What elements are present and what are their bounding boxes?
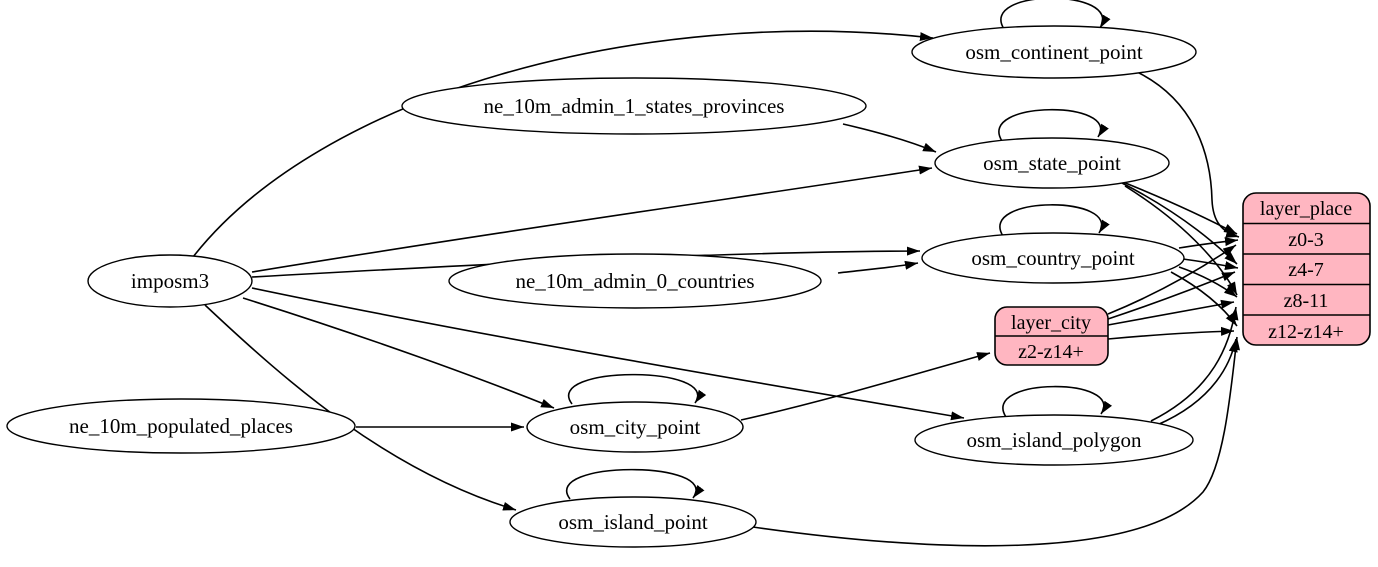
layer_place-title: layer_place — [1260, 198, 1352, 220]
ne_10m_populated_places-shape — [6, 398, 356, 454]
layer_place-row-z0-3: z0-3 — [1288, 229, 1324, 251]
edge-osm_continent_point-layer_place-z0-3 — [1132, 69, 1240, 238]
edge-imposm3-osm_continent_point — [192, 30, 934, 258]
edge-osm_country_point-layer_place-z4-7 — [1182, 258, 1239, 271]
edge-osm_island_point-layer_place-z12-z14 — [752, 336, 1241, 547]
ne_10m_populated_places-label: ne_10m_populated_places — [69, 414, 293, 438]
edge-osm_island_polygon-self — [1002, 385, 1112, 418]
edge-layer_city-layer_place-z0-3 — [1107, 244, 1237, 315]
osm_state_point-label: osm_state_point — [983, 151, 1121, 175]
edge-osm_country_point-layer_place-z0-3 — [1178, 237, 1239, 249]
osm_continent_point-shape — [911, 25, 1197, 79]
edge-osm_island_point-self — [566, 468, 705, 500]
imposm3-label: imposm3 — [131, 269, 209, 293]
edge-osm_state_point-self — [998, 108, 1109, 142]
edge-osm_city_point-layer_city-z2-z14 — [740, 352, 991, 421]
ne_10m_admin_0_countries-label: ne_10m_admin_0_countries — [515, 269, 754, 293]
node-osm_island_polygon: osm_island_polygon — [914, 414, 1194, 466]
node-osm_continent_point: osm_continent_point — [911, 25, 1197, 79]
edge-ne_10m_admin_1_states_provinces-osm_state_point — [842, 123, 937, 153]
edge-imposm3-osm_state_point — [251, 165, 933, 273]
edge-imposm3-osm_island_polygon — [251, 287, 965, 421]
edge-ne_10m_admin_0_countries-osm_country_point — [837, 260, 919, 274]
osm_island_point-shape — [509, 496, 757, 548]
nodes: imposm3 ne_10m_admin_1_states_provinces … — [6, 25, 1197, 548]
osm_island_point-label: osm_island_point — [558, 510, 708, 534]
layer_place-row-z12-z14: z12-z14+ — [1268, 321, 1344, 343]
osm_country_point-label: osm_country_point — [971, 246, 1134, 270]
edge-layer_city-layer_place-z8-11 — [1107, 299, 1235, 326]
osm_continent_point-label: osm_continent_point — [965, 40, 1142, 64]
edge-layer_city-layer_place-z4-7 — [1107, 271, 1236, 320]
ne_10m_admin_1_states_provinces-shape — [401, 77, 867, 135]
edge-osm_island_polygon-layer_place-z8-11 — [1150, 306, 1239, 422]
node-osm_country_point: osm_country_point — [921, 232, 1185, 284]
node-ne_10m_admin_1_states_provinces: ne_10m_admin_1_states_provinces — [401, 77, 867, 135]
record-layer_place: layer_place z0-3 z4-7 z8-11 z12-z14+ — [1242, 192, 1371, 346]
layer_city-row-z2-z14: z2-z14+ — [1018, 341, 1084, 363]
edge-osm_island_polygon-layer_place-z12-z14 — [1156, 338, 1238, 426]
node-ne_10m_populated_places: ne_10m_populated_places — [6, 398, 356, 454]
osm_island_polygon-label: osm_island_polygon — [966, 428, 1142, 452]
osm_state_point-shape — [934, 137, 1170, 189]
node-osm_city_point: osm_city_point — [526, 401, 744, 453]
edge-imposm3-osm_city_point — [242, 297, 555, 409]
imposm3-shape — [87, 254, 253, 308]
edges — [192, 0, 1241, 547]
node-osm_state_point: osm_state_point — [934, 137, 1170, 189]
layer_place-box — [1242, 192, 1371, 346]
edge-osm_state_point-layer_place-z0-3 — [1117, 179, 1238, 235]
edge-osm_country_point-layer_place-z8-11 — [1178, 266, 1238, 298]
osm_city_point-label: osm_city_point — [570, 415, 701, 439]
edge-osm_continent_point-self — [1000, 0, 1111, 30]
record-layer_city: layer_city z2-z14+ — [994, 306, 1109, 366]
edge-osm_city_point-self — [568, 373, 707, 405]
ne_10m_admin_0_countries-shape — [448, 253, 822, 309]
osm_city_point-shape — [526, 401, 744, 453]
edge-osm_state_point-layer_place-z4-7 — [1121, 182, 1238, 265]
osm_country_point-shape — [921, 232, 1185, 284]
edge-layer_city-layer_place-z12-z14 — [1107, 326, 1235, 340]
edge-osm_country_point-self — [999, 204, 1110, 237]
node-ne_10m_admin_0_countries: ne_10m_admin_0_countries — [448, 253, 822, 309]
layer_city-title: layer_city — [1011, 312, 1091, 334]
osm_island_polygon-shape — [914, 414, 1194, 466]
layer_place-row-z8-11: z8-11 — [1284, 290, 1329, 312]
ne_10m_admin_1_states_provinces-label: ne_10m_admin_1_states_provinces — [484, 94, 785, 118]
edge-osm_country_point-layer_place-z12-z14 — [1170, 271, 1238, 327]
layer_place-row-z4-7: z4-7 — [1288, 259, 1324, 281]
node-osm_island_point: osm_island_point — [509, 496, 757, 548]
node-imposm3: imposm3 — [87, 254, 253, 308]
